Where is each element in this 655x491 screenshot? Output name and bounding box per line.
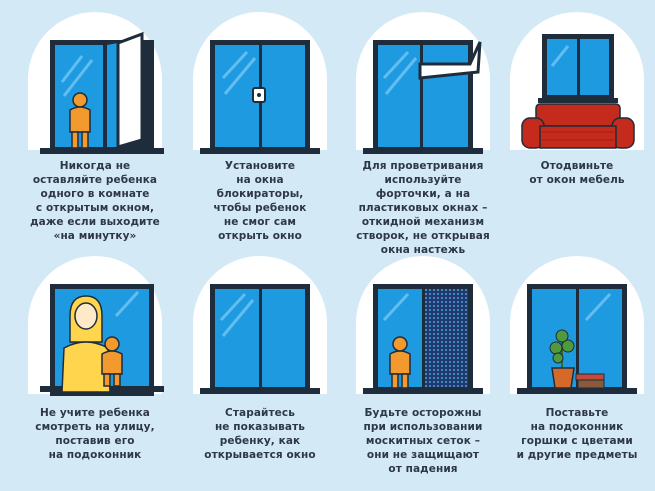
tip-caption-5: Не учите ребенка смотреть на улицу, пост… [35,407,155,461]
child-body [389,350,411,375]
window-glass-left [215,289,259,387]
open-sash [116,31,144,149]
window-glass-right [580,39,609,95]
window-glass-right [262,289,305,387]
window-sill [200,388,320,394]
glass-reflection [219,292,247,322]
closed-window-illustration [200,284,320,394]
child-head [72,92,88,108]
glass-reflection [382,292,410,322]
mosquito-net [425,289,468,387]
window-sill [363,148,483,154]
tip-caption-4: Отодвиньте от окон мебель [529,160,625,186]
window-lock-illustration [200,40,320,154]
child-body [101,350,123,375]
tip-caption-2: Установите на окна блокираторы, чтобы ре… [213,160,307,242]
sofa-back [535,103,621,127]
tip-caption-8: Поставьте на подоконник горшки с цветами… [516,407,638,461]
tip-caption-6: Старайтесь не показывать ребенку, как от… [204,407,316,461]
window-glass-right [262,45,305,147]
glass-reflection [584,292,612,322]
tilted-sash [418,41,482,80]
glass-reflection [550,45,570,67]
adult-child-window-illustration [40,284,164,396]
window-sill [538,98,618,103]
child-head [392,336,408,352]
tip-caption-3: Для проветривания используйте форточки, … [356,160,490,256]
plant-leaf [549,341,563,355]
window-glass-right [107,43,118,147]
window-glass-right [423,74,468,147]
mosquito-net-window-illustration [363,284,483,394]
glass-reflection [114,290,140,318]
window-sill [363,388,483,394]
flower-pot [551,367,575,389]
tilt-window-illustration [363,40,483,154]
window-sill [40,148,164,154]
tip-caption-1: Никогда не оставляйте ребенка одного в к… [30,160,160,242]
sofa-window-illustration [521,34,635,149]
child-body [69,106,91,133]
child-head [104,336,120,352]
book-stack [575,373,605,381]
sofa-seat [539,125,617,149]
window-sill [200,148,320,154]
adult-face [74,302,98,330]
plants-window-illustration [517,284,637,394]
glass-reflection [382,50,410,80]
glass-reflection [221,50,249,80]
open-window-child-illustration [40,31,164,154]
window-sill [517,388,637,394]
glass-reflection [60,55,84,83]
tip-caption-7: Будьте осторожны при использовании моски… [363,407,483,475]
window-glass-left [547,39,577,95]
